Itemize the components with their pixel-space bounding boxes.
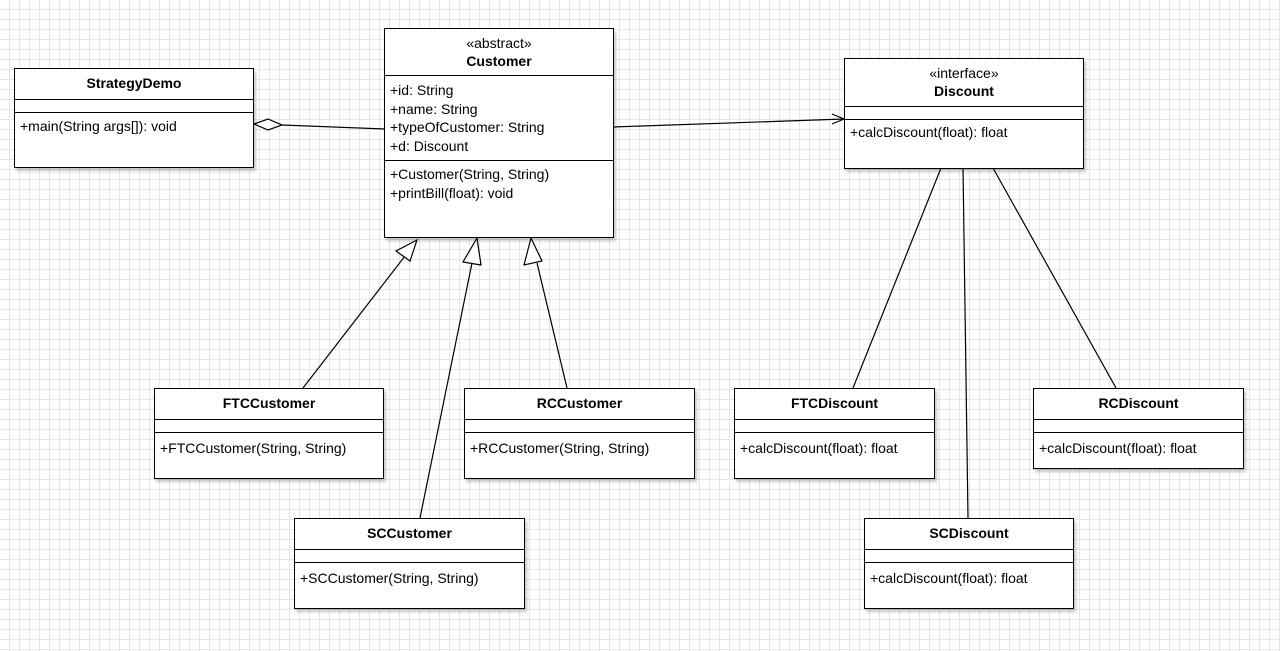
generalization-line-rc[interactable] [536, 262, 568, 389]
class-header: SCCustomer [295, 519, 524, 550]
class-name: RCDiscount [1098, 395, 1179, 411]
operations-compartment: +FTCCustomer(String, String) [155, 433, 383, 458]
generalization-line-ftc[interactable] [302, 255, 406, 389]
stereotype-label: «interface» [929, 65, 999, 81]
attributes-compartment [155, 420, 383, 433]
class-discount[interactable]: «interface» Discount +calcDiscount(float… [844, 58, 1084, 169]
class-header: «abstract» Customer [385, 29, 613, 76]
class-header: FTCCustomer [155, 389, 383, 420]
operation-constructor: +FTCCustomer(String, String) [160, 440, 347, 456]
link-line-sc-discount[interactable] [962, 167, 969, 519]
attributes-compartment [295, 550, 524, 563]
class-ftc-customer[interactable]: FTCCustomer +FTCCustomer(String, String) [154, 388, 384, 479]
operation-calc-discount: +calcDiscount(float): float [740, 440, 898, 456]
operation-constructor: +RCCustomer(String, String) [470, 440, 650, 456]
class-rc-discount[interactable]: RCDiscount +calcDiscount(float): float [1033, 388, 1244, 469]
operation-calc-discount: +calcDiscount(float): float [1039, 440, 1197, 456]
attribute-id: +id: String [390, 82, 454, 98]
operations-compartment: +calcDiscount(float): float [1034, 433, 1243, 458]
class-name: StrategyDemo [86, 75, 182, 91]
attributes-compartment [735, 420, 934, 433]
class-name: Discount [934, 83, 994, 99]
class-name: Customer [466, 53, 532, 69]
attributes-compartment [845, 107, 1083, 120]
generalization-line-sc[interactable] [419, 262, 473, 519]
class-header: RCDiscount [1034, 389, 1243, 420]
attributes-compartment [15, 100, 253, 113]
attribute-type-of-customer: +typeOfCustomer: String [390, 119, 545, 135]
class-name: FTCDiscount [790, 395, 879, 411]
operations-compartment: +calcDiscount(float): float [865, 563, 1073, 588]
link-line-ftc-discount[interactable] [852, 167, 942, 389]
generalization-arrowhead-sc [462, 236, 482, 266]
attributes-compartment: +id: String +name: String +typeOfCustome… [385, 76, 613, 161]
operation-constructor: +SCCustomer(String, String) [300, 570, 479, 586]
class-ftc-discount[interactable]: FTCDiscount +calcDiscount(float): float [734, 388, 935, 479]
aggregation-line[interactable] [281, 124, 386, 130]
class-sc-customer[interactable]: SCCustomer +SCCustomer(String, String) [294, 518, 525, 609]
class-name: RCCustomer [536, 395, 623, 411]
class-customer[interactable]: «abstract» Customer +id: String +name: S… [384, 28, 614, 238]
attributes-compartment [865, 550, 1073, 563]
operations-compartment: +SCCustomer(String, String) [295, 563, 524, 588]
class-header: StrategyDemo [15, 69, 253, 100]
class-header: RCCustomer [465, 389, 694, 420]
class-sc-discount[interactable]: SCDiscount +calcDiscount(float): float [864, 518, 1074, 609]
attribute-name: +name: String [390, 100, 478, 117]
operation-main: +main(String args[]): void [20, 118, 177, 134]
operation-print-bill: +printBill(float): void [390, 184, 514, 201]
attributes-compartment [465, 420, 694, 433]
generalization-arrowhead-rc [523, 236, 543, 266]
aggregation-diamond[interactable] [252, 118, 284, 131]
operations-compartment: +calcDiscount(float): float [735, 433, 934, 458]
operation-constructor: +Customer(String, String) [390, 166, 550, 182]
operations-compartment: +Customer(String, String) +printBill(flo… [385, 161, 613, 202]
operations-compartment: +calcDiscount(float): float [845, 120, 1083, 142]
class-strategy-demo[interactable]: StrategyDemo +main(String args[]): void [14, 68, 254, 168]
class-rc-customer[interactable]: RCCustomer +RCCustomer(String, String) [464, 388, 695, 479]
operation-calc-discount: +calcDiscount(float): float [870, 570, 1028, 586]
attributes-compartment [1034, 420, 1243, 433]
generalization-arrowhead-ftc [394, 238, 419, 262]
link-line-rc-discount[interactable] [992, 167, 1117, 389]
operations-compartment: +RCCustomer(String, String) [465, 433, 694, 458]
class-header: SCDiscount [865, 519, 1073, 550]
class-header: «interface» Discount [845, 59, 1083, 107]
class-header: FTCDiscount [735, 389, 934, 420]
class-name: FTCCustomer [222, 395, 316, 411]
operation-calc-discount: +calcDiscount(float): float [850, 124, 1008, 140]
operations-compartment: +main(String args[]): void [15, 113, 253, 136]
class-name: SCDiscount [929, 525, 1009, 541]
association-line[interactable] [612, 118, 845, 128]
stereotype-label: «abstract» [466, 35, 532, 51]
class-name: SCCustomer [367, 525, 452, 541]
attribute-d: +d: Discount [390, 137, 469, 154]
